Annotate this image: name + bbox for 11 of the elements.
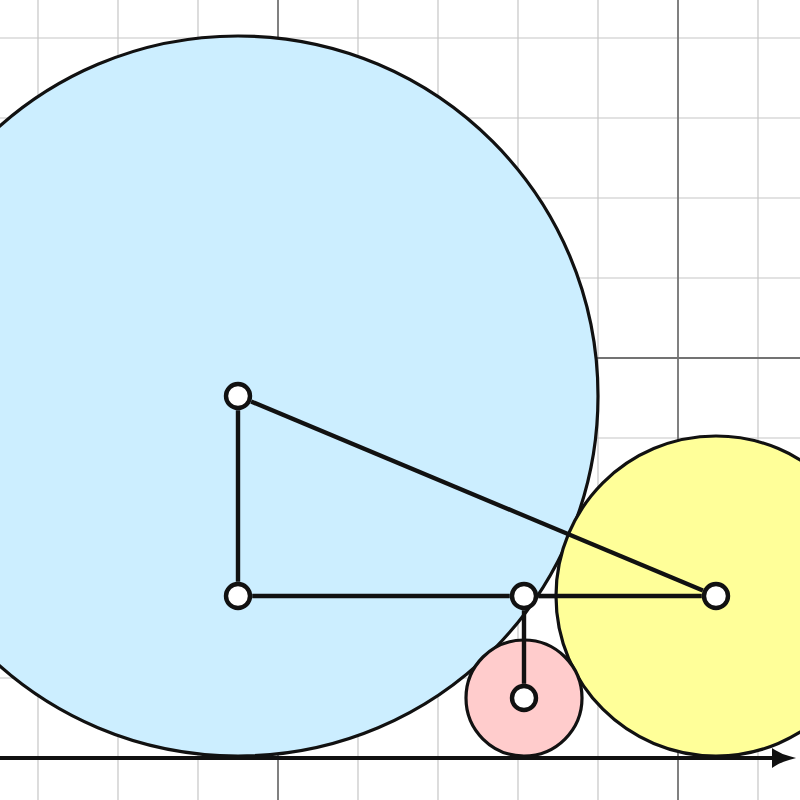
point <box>223 381 253 411</box>
line-segment <box>235 410 241 582</box>
small-circle <box>464 638 584 758</box>
line-segment <box>538 593 702 599</box>
point <box>509 581 539 611</box>
line-segment <box>252 593 510 599</box>
point <box>223 581 253 611</box>
line-segment <box>521 610 527 684</box>
line-segment <box>250 399 704 593</box>
point <box>509 683 539 713</box>
point <box>701 581 731 611</box>
